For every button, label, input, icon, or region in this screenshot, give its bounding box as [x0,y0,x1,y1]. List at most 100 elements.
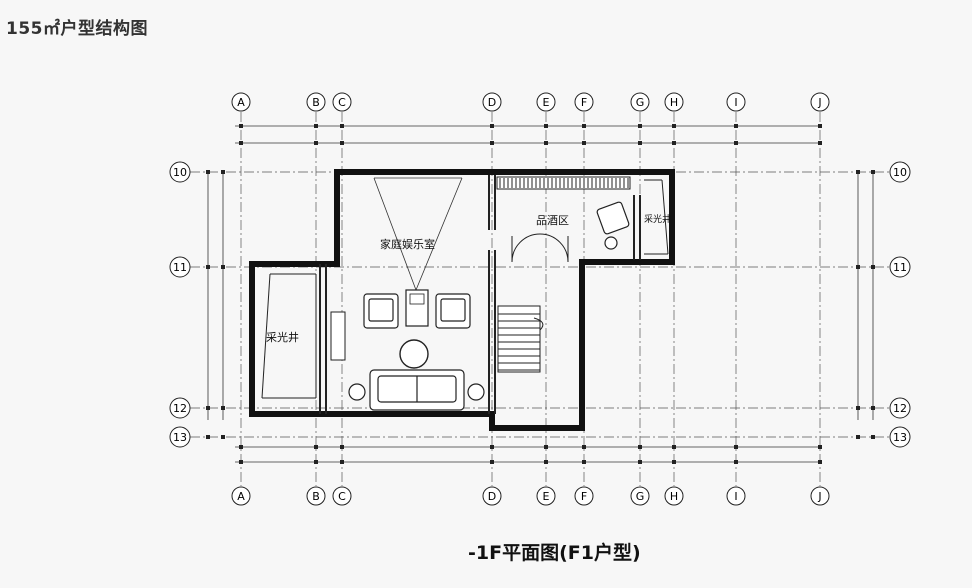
row-bubble-12-left: 12 [169,397,191,419]
dimension-lines-top [235,125,822,463]
column-bubble-i-bottom: I [726,486,746,506]
svg-text:E: E [543,96,550,109]
projector-cone [373,177,463,291]
dimension-tick [340,460,344,464]
svg-text:12: 12 [173,402,187,415]
column-bubble-g-top: G [630,92,650,112]
row-bubble-10-right: 10 [889,161,911,183]
column-bubble-h-bottom: H [664,486,684,506]
dimension-tick [314,445,318,449]
dimension-tick [871,170,875,174]
page-title: 155㎡户型结构图 [6,19,148,39]
svg-text:13: 13 [173,431,187,444]
column-bubble-b-bottom: B [306,486,326,506]
dimension-lines-side [207,170,874,420]
dimension-tick [314,460,318,464]
dimension-tick [734,460,738,464]
dimension-tick [221,170,225,174]
dimension-tick [734,124,738,128]
dimension-tick [638,445,642,449]
column-bubble-e-top: E [536,92,556,112]
column-bubble-h-top: H [664,92,684,112]
column-bubble-j-top: J [810,92,830,112]
svg-text:D: D [488,490,496,503]
svg-text:10: 10 [893,166,907,179]
svg-text:A: A [237,490,245,503]
dimension-tick [544,141,548,145]
dimension-tick [871,435,875,439]
svg-text:G: G [636,490,645,503]
row-bubble-13-left: 13 [169,426,191,448]
svg-text:A: A [237,96,245,109]
dimension-tick [672,124,676,128]
dimension-tick [490,445,494,449]
dimension-tick [818,460,822,464]
dimension-tick [871,265,875,269]
column-bubble-a-top: A [231,92,251,112]
dimension-tick [582,124,586,128]
dimension-tick [206,170,210,174]
dimension-tick [734,445,738,449]
dimension-tick [544,460,548,464]
svg-text:12: 12 [893,402,907,415]
walls [249,169,675,431]
svg-text:H: H [670,96,678,109]
dimension-tick [818,445,822,449]
dimension-tick [871,406,875,410]
dimension-tick [490,460,494,464]
staircase [497,305,544,373]
dimension-tick [856,265,860,269]
row-bubble-10-left: 10 [169,161,191,183]
dimension-tick [340,445,344,449]
row-bubble-11-left: 11 [169,256,191,278]
dimension-tick [672,460,676,464]
dimension-tick [638,124,642,128]
wine-chair [596,201,630,235]
column-bubble-d-top: D [482,92,502,112]
dimension-tick [734,141,738,145]
dimension-tick [314,141,318,145]
dimension-tick [314,124,318,128]
row-bubble-13-right: 13 [889,426,911,448]
column-bubble-f-bottom: F [574,486,594,506]
dimension-tick [340,141,344,145]
armchair-left [363,293,399,329]
svg-text:I: I [734,490,737,503]
dimension-tick [818,124,822,128]
armchair-right [435,293,471,329]
dimension-tick [856,406,860,410]
dimension-tick [582,460,586,464]
dimension-tick [490,124,494,128]
dimension-tick [239,141,243,145]
svg-text:H: H [670,490,678,503]
column-bubble-d-bottom: D [482,486,502,506]
dimension-tick [672,141,676,145]
column-bubble-j-bottom: J [810,486,830,506]
wine-stool [604,236,618,250]
column-bubble-i-top: I [726,92,746,112]
dimension-tick [239,445,243,449]
dimension-tick [672,445,676,449]
svg-text:B: B [312,490,320,503]
dimension-tick [206,406,210,410]
row-bubble-12-right: 12 [889,397,911,419]
room-label-lightwell-left: 采光井 [266,330,299,344]
svg-text:F: F [581,96,587,109]
svg-text:11: 11 [893,261,907,274]
room-label-wine-area: 品酒区 [536,214,569,227]
svg-text:10: 10 [173,166,187,179]
svg-text:D: D [488,96,496,109]
side-table-right [467,383,485,401]
dimension-tick [239,124,243,128]
svg-text:C: C [338,96,346,109]
svg-text:E: E [543,490,550,503]
row-bubble-11-right: 11 [889,256,911,278]
dimension-tick [544,445,548,449]
sofa [369,369,465,411]
svg-text:B: B [312,96,320,109]
dimension-tick [582,445,586,449]
svg-text:G: G [636,96,645,109]
lightwell-left-outline [261,273,317,399]
